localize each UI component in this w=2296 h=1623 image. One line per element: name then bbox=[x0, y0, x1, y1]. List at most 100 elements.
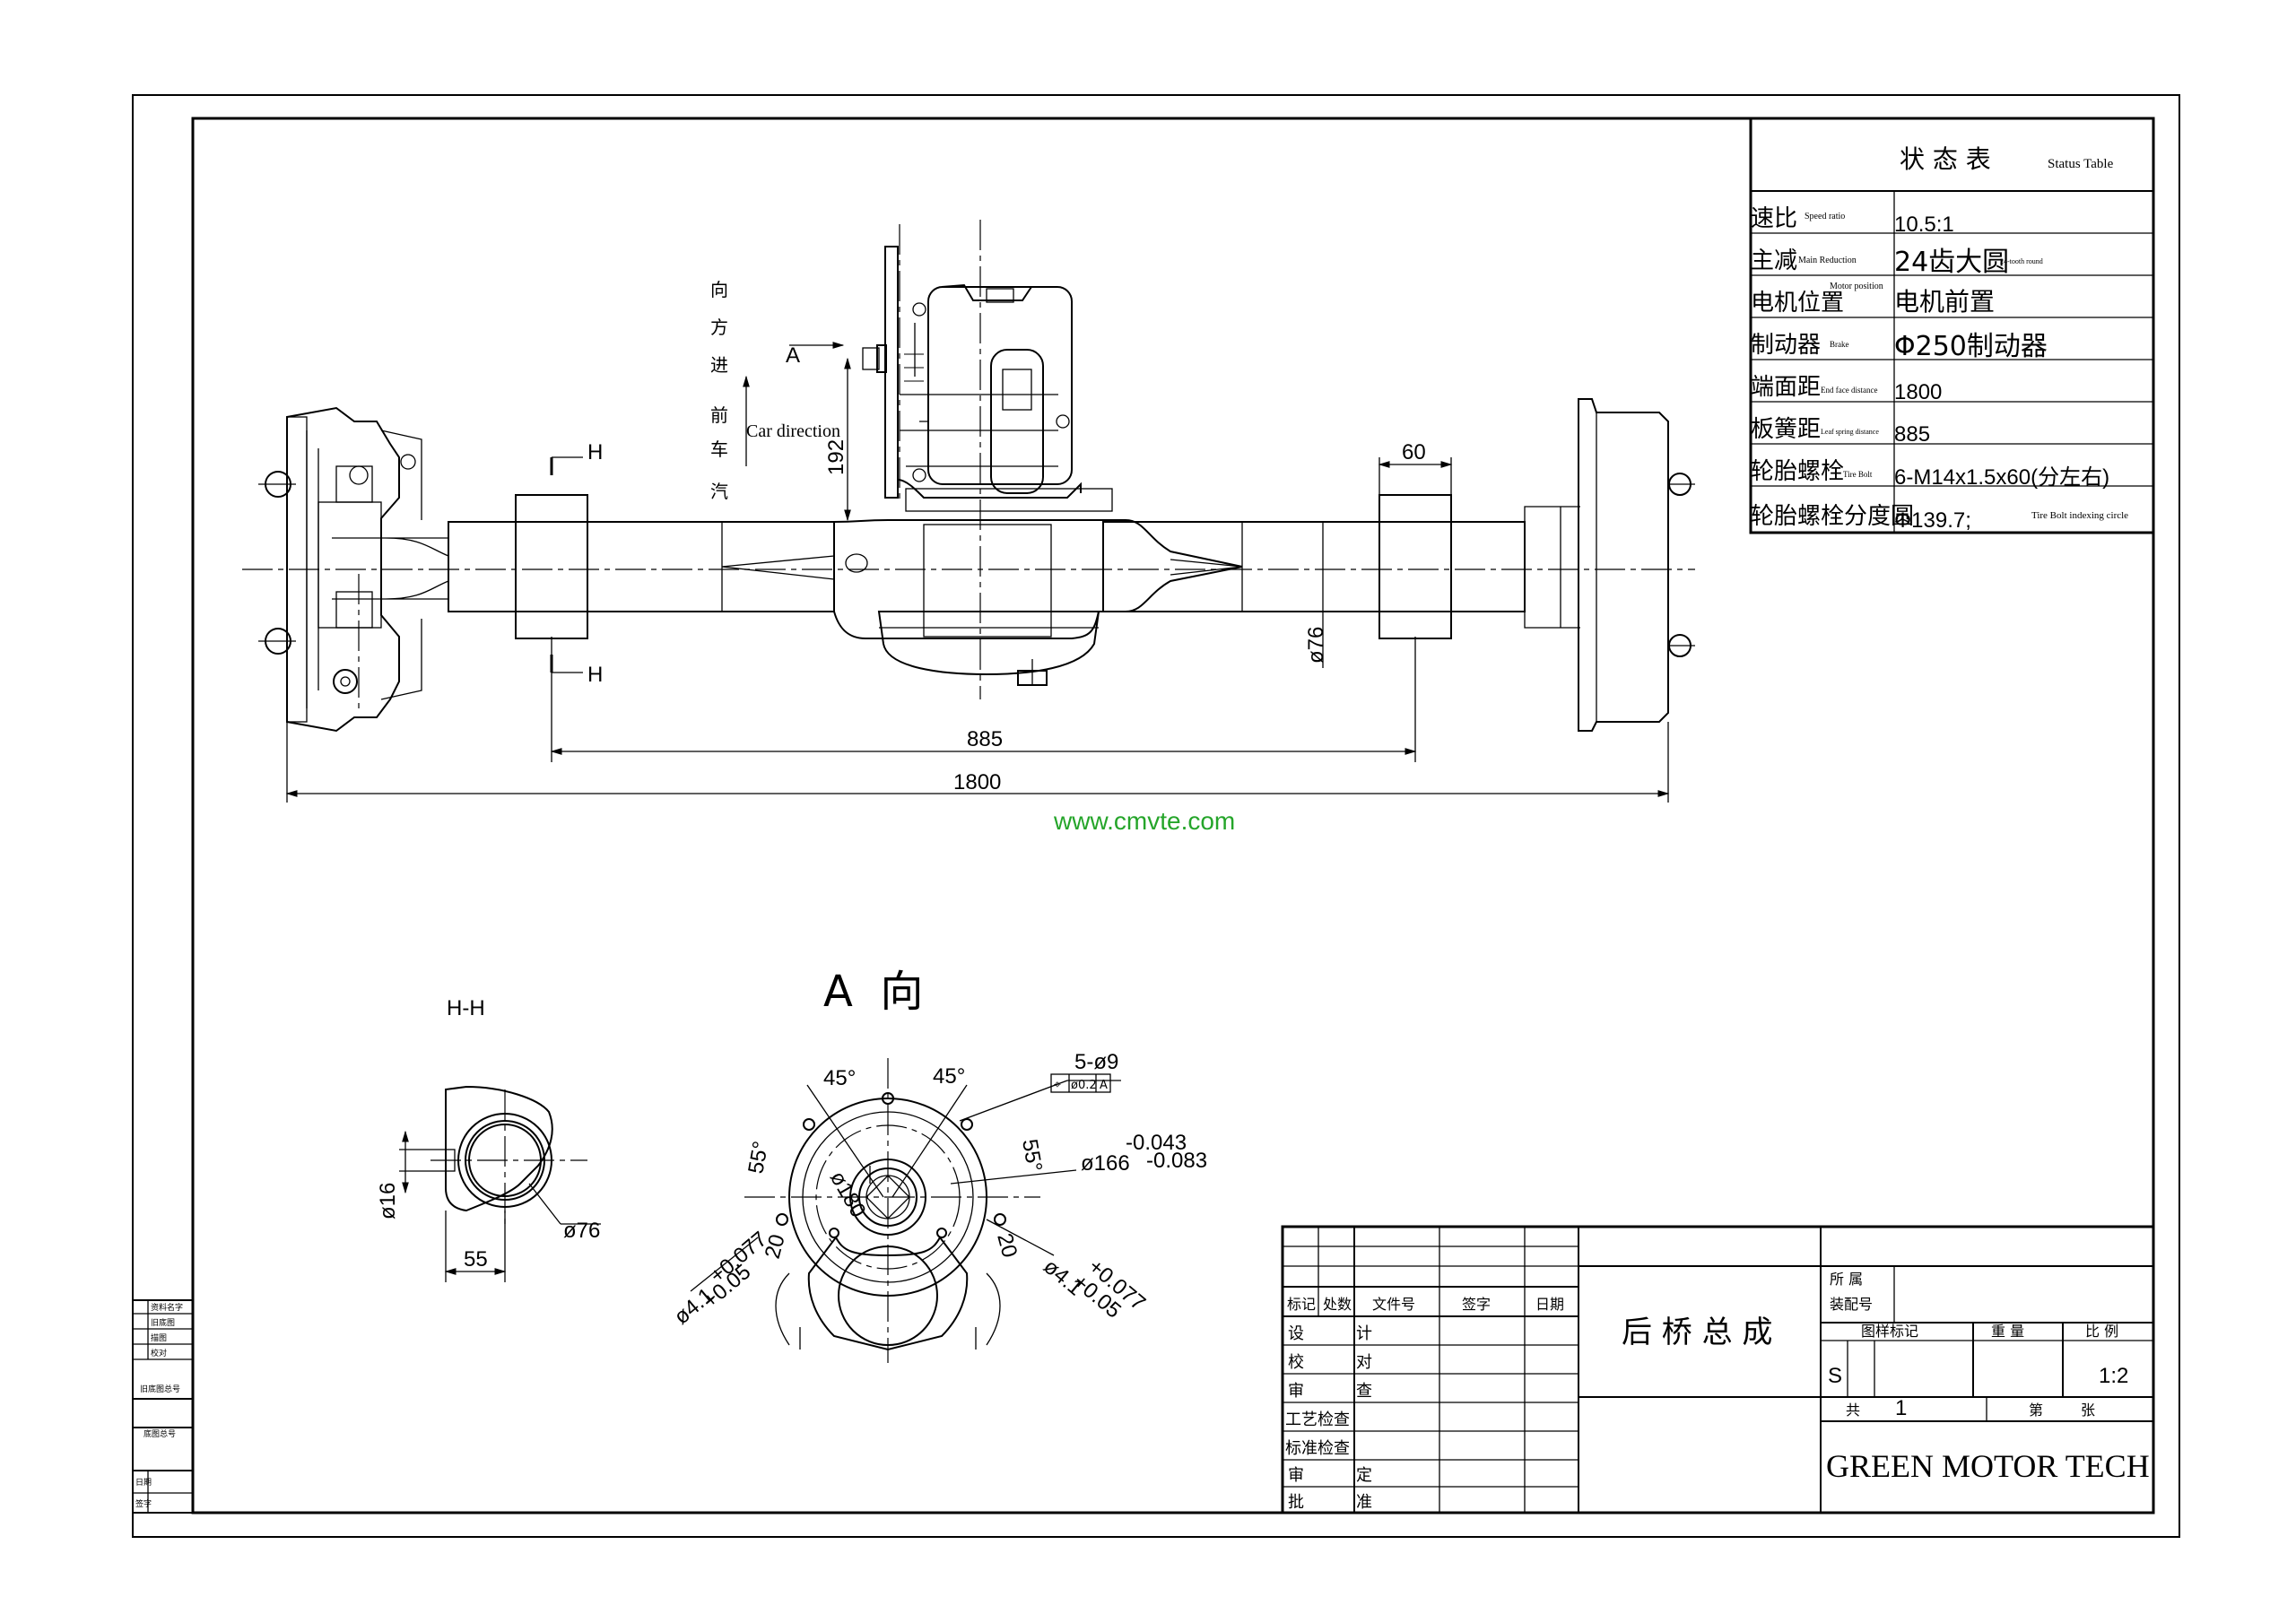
dim-1800-label: 1800 bbox=[953, 770, 1001, 794]
status-table-title-cn: 状 态 表 bbox=[1900, 144, 1991, 174]
assembly-no-label: 装配号 bbox=[1830, 1296, 1873, 1313]
tolerance-symbol: ⌖ bbox=[1054, 1078, 1061, 1092]
tb-sign-b: 查 bbox=[1356, 1382, 1372, 1401]
status-row-label-cn: 轮胎螺栓 bbox=[1751, 458, 1844, 485]
angle-45-right: 45° bbox=[933, 1064, 965, 1089]
company-name: GREEN MOTOR TECH bbox=[1826, 1448, 2150, 1484]
side-stamp-label: 旧底图 bbox=[151, 1317, 175, 1328]
side-stamp-label: 描图 bbox=[151, 1332, 167, 1343]
drawing-name: 后 桥 总 成 bbox=[1622, 1315, 1772, 1350]
tb-sign-a: 批 bbox=[1288, 1493, 1304, 1512]
dimensions-main bbox=[285, 357, 1670, 803]
inner-border bbox=[191, 117, 2155, 1515]
direction-cn-v3: 进 bbox=[710, 354, 728, 376]
tb-sign-a: 审 bbox=[1288, 1466, 1304, 1485]
direction-cn-v5: 车 bbox=[710, 438, 728, 460]
tb-header-label: 处数 bbox=[1323, 1296, 1352, 1313]
status-row-value: 电机前置 bbox=[1894, 287, 1995, 317]
dim-phi76-label: ø76 bbox=[1304, 627, 1328, 664]
status-row-label-en: End face distance bbox=[1821, 386, 1877, 395]
status-row-label-cn: 端面距 bbox=[1751, 374, 1821, 401]
scale-value: 1:2 bbox=[2099, 1364, 2128, 1388]
side-stamp-label: 资料名字 bbox=[151, 1302, 183, 1313]
angle-55-left: 55° bbox=[744, 1140, 773, 1176]
direction-cn-v4: 前 bbox=[710, 404, 728, 426]
total-value: 1 bbox=[1895, 1396, 1907, 1420]
status-row-value-note: 24-tooth round bbox=[2000, 257, 2043, 265]
section-mark-h bbox=[550, 456, 583, 673]
status-row-value: 1800 bbox=[1894, 380, 1942, 404]
status-row-label-cn: 速比 bbox=[1751, 205, 1797, 232]
spring-seat-left bbox=[515, 494, 588, 639]
section-h-bottom-label: H bbox=[587, 663, 603, 687]
dim-phi166-tol-upper: -0.043 bbox=[1126, 1131, 1187, 1155]
status-rows: 速比 Speed ratio 10.5:1 主减 Main Reduction … bbox=[1751, 205, 2128, 533]
holes-5-phi9: 5-ø9 bbox=[1074, 1050, 1118, 1074]
stage-label: 图样标记 bbox=[1861, 1323, 1918, 1340]
outer-border bbox=[132, 94, 2180, 1538]
status-row-label-cn: 轮胎螺栓分度圆 bbox=[1751, 503, 1914, 530]
side-stamp-label: 日期 bbox=[135, 1478, 152, 1488]
right-brake-drum bbox=[1578, 398, 1669, 732]
tolerance-value: ø0.2 bbox=[1071, 1079, 1097, 1092]
tb-sign-a: 校 bbox=[1288, 1353, 1304, 1372]
tb-sign-b: 准 bbox=[1356, 1493, 1372, 1512]
status-row-label-cn: 电机位置 bbox=[1751, 290, 1844, 317]
status-table bbox=[1749, 117, 2155, 534]
sheet-unit: 张 bbox=[2081, 1402, 2095, 1419]
angle-45-left: 45° bbox=[823, 1066, 856, 1090]
dim-phi166-tol-lower: -0.083 bbox=[1146, 1149, 1207, 1173]
tb-sign-b: 计 bbox=[1356, 1324, 1372, 1343]
axle-tube-right bbox=[1102, 521, 1526, 612]
status-row-value: 10.5:1 bbox=[1894, 213, 1954, 237]
tb-header-label: 签字 bbox=[1462, 1296, 1491, 1313]
status-row-label-en: Motor position bbox=[1830, 282, 1883, 291]
tolerance-frame bbox=[1050, 1073, 1111, 1093]
side-stamp-label: 底图总号 bbox=[144, 1428, 176, 1439]
status-row-value: Φ250制动器 bbox=[1894, 331, 2048, 362]
dim-885-label: 885 bbox=[967, 727, 1003, 751]
status-row-label-en: Tire Bolt bbox=[1843, 470, 1873, 479]
tb-sign-b: 对 bbox=[1356, 1353, 1372, 1372]
status-row-label-cn: 制动器 bbox=[1751, 332, 1821, 359]
direction-cn-v2: 方 bbox=[710, 317, 728, 338]
tb-sign-a: 审 bbox=[1288, 1382, 1304, 1401]
differential-bowl bbox=[877, 611, 1100, 676]
dim-60-label: 60 bbox=[1402, 440, 1426, 464]
view-a-flange bbox=[690, 1058, 1121, 1363]
axle-tube bbox=[448, 521, 835, 612]
scale-label: 比 例 bbox=[2085, 1323, 2118, 1340]
dim-phi180: ø180 bbox=[825, 1167, 871, 1222]
angle-55-right: 55° bbox=[1017, 1137, 1047, 1173]
status-row-label-en: Main Reduction bbox=[1798, 256, 1857, 265]
side-stamp-label: 签字 bbox=[135, 1498, 152, 1509]
side-stamp-label: 旧底图总号 bbox=[140, 1384, 180, 1394]
tb-sign-b: 定 bbox=[1356, 1466, 1372, 1485]
spring-seat-right bbox=[1378, 494, 1452, 639]
side-stamp-label: 校对 bbox=[151, 1348, 167, 1358]
status-row-value-note: Tire Bolt indexing circle bbox=[2031, 510, 2128, 521]
status-row-value: 24齿大圆 bbox=[1894, 247, 2009, 278]
tb-sign-a: 设 bbox=[1288, 1324, 1304, 1343]
watermark-url: www.cmvte.com bbox=[1053, 807, 1235, 835]
flange-outer bbox=[788, 1098, 987, 1297]
direction-cn-v1: 向 bbox=[710, 279, 728, 300]
section-hh-title: H-H bbox=[447, 996, 485, 1020]
flange-pilot bbox=[849, 1159, 926, 1236]
motor-flange bbox=[884, 246, 899, 499]
car-direction-label: Car direction bbox=[746, 421, 840, 441]
status-row-label-en: Speed ratio bbox=[1805, 212, 1845, 221]
tb-header-label: 日期 bbox=[1535, 1296, 1564, 1313]
tolerance-datum: A bbox=[1100, 1079, 1108, 1092]
section-hh-phi76: ø76 bbox=[563, 1219, 600, 1243]
section-hh-phi16: ø16 bbox=[376, 1183, 400, 1219]
status-row-label-en: Brake bbox=[1830, 340, 1849, 349]
title-block bbox=[1281, 1225, 2155, 1515]
dim-20-right: 20 bbox=[992, 1231, 1022, 1261]
total-label: 共 bbox=[1846, 1402, 1860, 1419]
status-row-value: 6-M14x1.5x60(分左右) bbox=[1894, 465, 2109, 490]
dim-192-label: 192 bbox=[824, 439, 848, 475]
status-row-label-cn: 板簧距 bbox=[1751, 416, 1821, 443]
flange-lower-body bbox=[807, 1236, 969, 1351]
